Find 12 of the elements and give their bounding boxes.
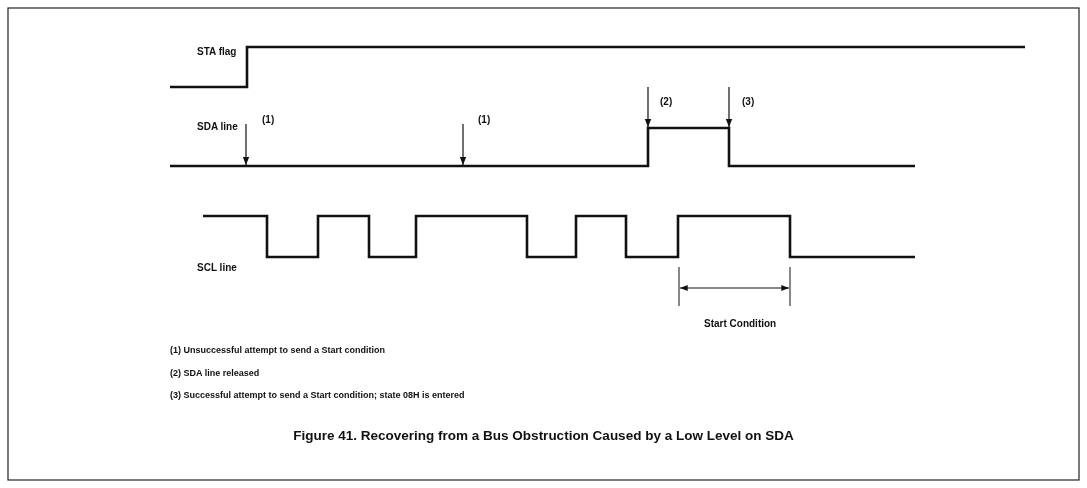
callout-number: (1) [262, 114, 275, 125]
signal-name: SCL line [197, 262, 237, 273]
signal-name: SDA line [197, 121, 238, 132]
callout-number: (2) [660, 96, 673, 107]
note: (1) Unsuccessful attempt to send a Start condition [170, 346, 386, 356]
callout-number: (3) [742, 96, 755, 107]
signal-name: STA flag [197, 46, 237, 57]
note: (3) Successful attempt to send a Start condition; state 08H is entered [170, 391, 465, 401]
figure-caption: Figure 41. Recovering from a Bus Obstruction Caused by a Low Level on SDA [292, 428, 795, 443]
callout-number: (1) [478, 114, 491, 125]
note: (2) SDA line released [170, 369, 260, 379]
dimension-label: Start Condition [704, 318, 777, 329]
